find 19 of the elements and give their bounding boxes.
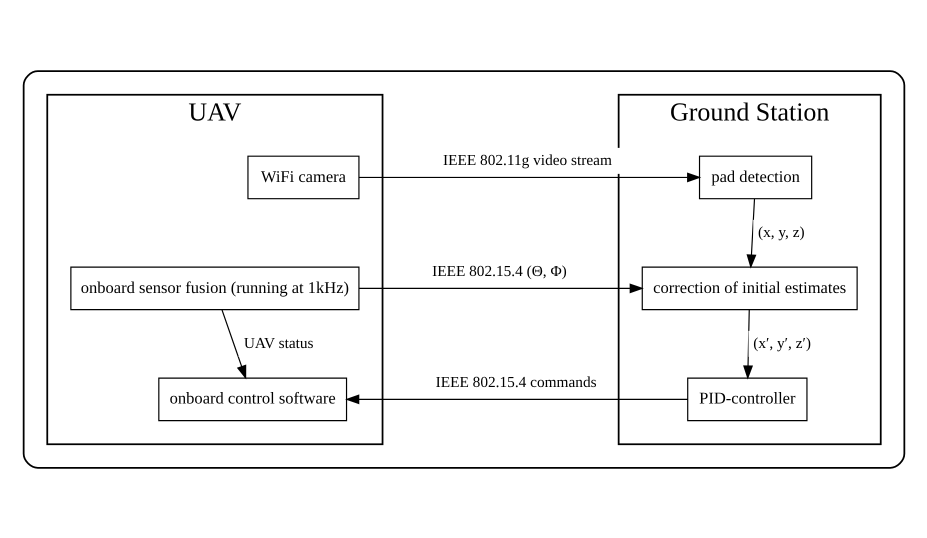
arrow xyxy=(358,172,701,182)
node-box: onboard sensor fusion (running at 1kHz) xyxy=(70,266,360,310)
edge-label: (x′, y′, z′) xyxy=(752,334,810,352)
arrow xyxy=(742,309,752,380)
edge-label: IEEE 802.11g video stream xyxy=(442,151,612,168)
edge-label: (x, y, z) xyxy=(757,223,804,240)
edge-label: IEEE 802.15.4 commands xyxy=(435,373,596,390)
node-box: pad detection xyxy=(698,155,812,199)
edge-label: UAV status xyxy=(243,334,314,352)
node-box: PID-controller xyxy=(686,377,808,421)
node-box: onboard control software xyxy=(158,377,347,421)
node-box: correction of initial estimates xyxy=(641,266,858,310)
arrow xyxy=(358,282,644,293)
edge-label: IEEE 802.15.4 (Θ, Φ) xyxy=(432,262,566,280)
arrow xyxy=(746,198,756,268)
cluster xyxy=(22,70,905,468)
arrow xyxy=(220,309,246,380)
node-box: WiFi camera xyxy=(246,155,360,199)
arrow xyxy=(344,394,688,404)
